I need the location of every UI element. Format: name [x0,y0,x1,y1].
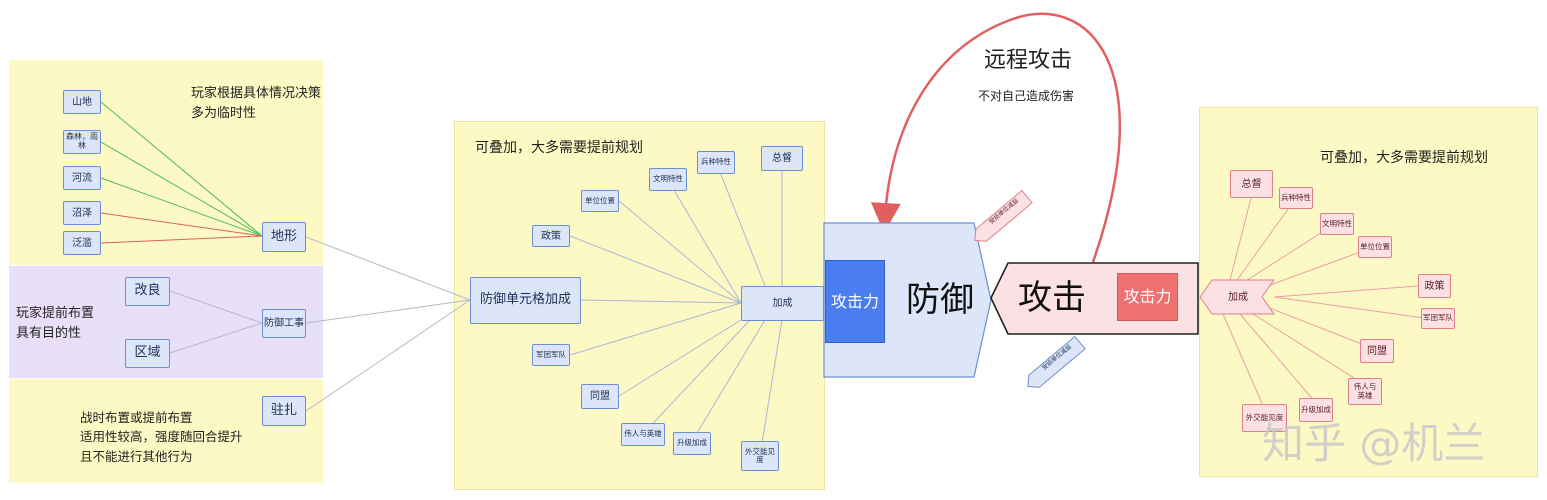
garrison-node: 驻扎 [262,396,306,426]
fortification-node: 防御工事 [262,309,306,338]
right-source-diplomatic-visibility: 外交能见度 [1242,404,1287,432]
right-source-unit-position: 单位位置 [1358,236,1392,258]
right-source-upgrade: 升级加成 [1299,398,1333,422]
middle-source-governor: 总督 [761,146,803,171]
attack-attack-power: 攻击力 [1117,273,1178,321]
terrain-source-flood: 泛滥 [63,231,101,255]
fort-source-district: 区域 [125,339,170,368]
right-center-bonus: 加成 [1228,291,1248,303]
right-source-great-people: 伟人与英雄 [1348,378,1382,405]
right-source-alliance: 同盟 [1360,339,1394,363]
middle-source-great-people: 伟人与英雄 [621,423,665,446]
middle-source-upgrade: 升级加成 [673,432,711,455]
fortification-note: 玩家提前布置 具有目的性 [16,306,95,341]
terrain-node: 地形 [262,222,306,252]
ranged-attack-note: 不对自己造成伤害 [978,89,1075,103]
damaged-unit-debuff-tag-top: 受损单位减益 [987,197,1020,226]
defense-tile-bonus-hub: 防御单元格加成 [470,277,581,324]
middle-source-unit-trait: 兵种特性 [697,151,735,174]
right-source-civ-trait: 文明特性 [1320,213,1354,235]
right-source-unit-trait: 兵种特性 [1279,187,1313,209]
middle-source-unit-position: 单位位置 [581,190,619,212]
middle-source-corps: 军团军队 [532,344,570,366]
garrison-note: 战时布置或提前布置 适用性较高，强度随回合提升 且不能进行其他行为 [80,410,243,464]
terrain-note: 玩家根据具体情况决策 多为临时性 [191,86,322,121]
attack-label: 攻击 [1018,278,1086,319]
ranged-attack-title: 远程攻击 [984,48,1073,73]
terrain-source-river: 河流 [63,166,101,190]
watermark: 知乎 @机兰 [1262,419,1486,468]
middle-source-policy: 政策 [532,225,570,247]
defense-attack-power: 攻击力 [825,260,885,343]
terrain-source-marsh: 沼泽 [63,201,101,225]
middle-source-civ-trait: 文明特性 [649,168,687,191]
right-source-policy: 政策 [1418,274,1451,298]
right-panel-title: 可叠加，大多需要提前规划 [1320,150,1488,166]
damaged-unit-debuff-tag-bottom: 受损单位减益 [1040,343,1073,372]
middle-source-alliance: 同盟 [581,384,619,409]
defense-label: 防御 [906,280,974,321]
middle-source-diplomatic-visibility: 外交能见度 [741,441,779,471]
terrain-source-forest: 森林，雨林 [63,130,101,154]
middle-center-bonus: 加成 [741,286,824,321]
right-source-governor: 总督 [1230,170,1273,198]
terrain-source-mountain: 山地 [63,90,101,114]
fort-source-improvement: 改良 [125,277,170,306]
right-source-corps: 军团军队 [1421,308,1455,329]
middle-panel-title: 可叠加，大多需要提前规划 [475,140,643,156]
